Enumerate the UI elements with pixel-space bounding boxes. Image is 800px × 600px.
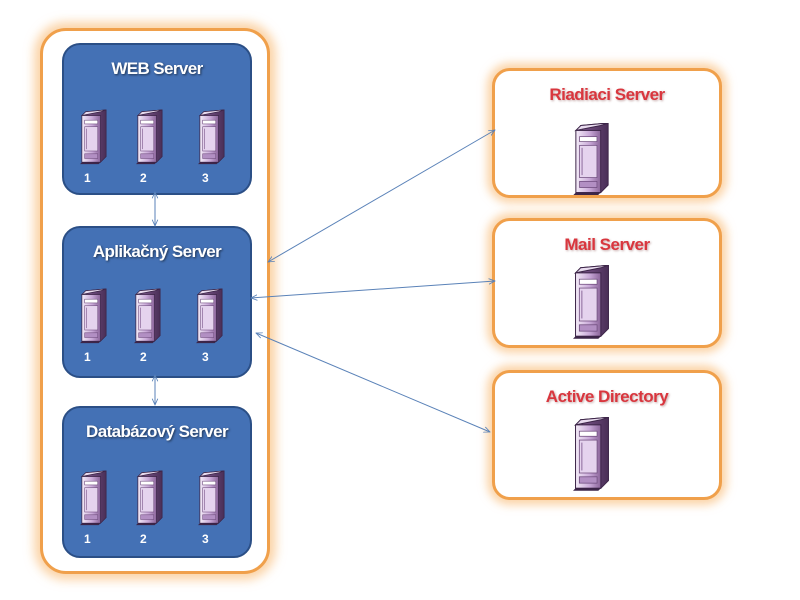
node-number: 2 [140, 350, 147, 364]
database-server-box: Databázový Server 1 2 3 [62, 406, 252, 558]
node-number: 2 [140, 532, 147, 546]
node-number: 1 [84, 171, 91, 185]
node-number: 2 [140, 171, 147, 185]
node-number: 3 [202, 350, 209, 364]
application-server-title: Aplikačný Server [92, 242, 222, 261]
node-number: 1 [84, 532, 91, 546]
app-control-connector [268, 130, 495, 262]
web-server-title: WEB Server [111, 59, 203, 78]
database-server-title: Databázový Server [86, 422, 229, 441]
node-number: 1 [84, 350, 91, 364]
mail-server-title: Mail Server [564, 235, 650, 254]
application-server-box: Aplikačný Server 1 2 3 [62, 226, 252, 378]
app-ad-connector [256, 333, 490, 432]
node-number: 3 [202, 171, 209, 185]
active-directory-card: Active Directory [492, 370, 722, 500]
active-directory-title: Active Directory [545, 387, 669, 406]
mail-server-card: Mail Server [492, 218, 722, 348]
control-server-card: Riadiaci Server [492, 68, 722, 198]
control-server-title: Riadiaci Server [549, 85, 665, 104]
web-server-box: WEB Server 1 2 3 [62, 43, 252, 195]
node-number: 3 [202, 532, 209, 546]
app-mail-connector [251, 281, 495, 298]
